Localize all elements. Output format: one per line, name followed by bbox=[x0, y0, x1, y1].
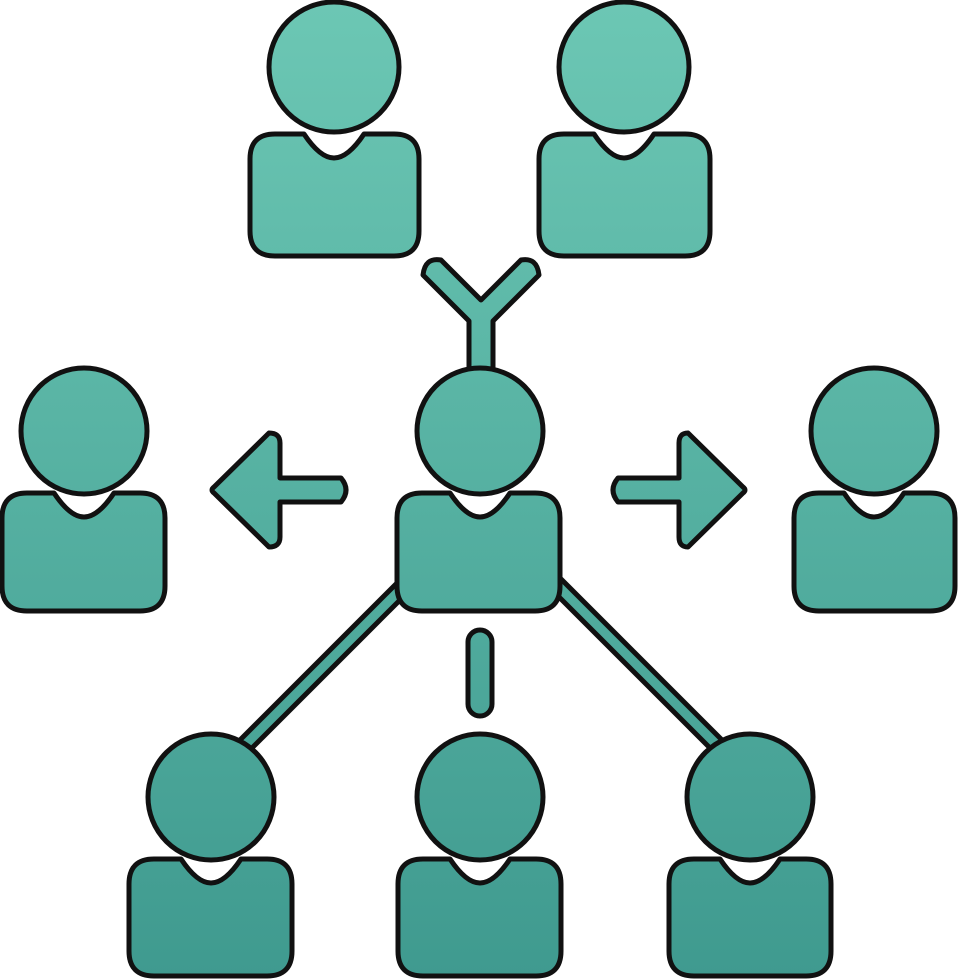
person-body bbox=[126, 856, 295, 979]
connector-to-bottom-left bbox=[227, 567, 423, 763]
person-middle-left bbox=[0, 365, 168, 614]
person-top-left bbox=[247, 0, 422, 259]
person-head bbox=[808, 365, 940, 497]
person-body bbox=[791, 490, 958, 614]
person-head bbox=[414, 365, 546, 497]
person-body bbox=[247, 131, 422, 259]
person-bottom-left bbox=[126, 731, 295, 979]
arrow-right-icon bbox=[610, 430, 748, 550]
arrow-left-icon bbox=[209, 430, 349, 550]
person-body bbox=[395, 856, 564, 979]
merge-connector-icon bbox=[420, 257, 542, 375]
person-body bbox=[666, 856, 834, 979]
person-body bbox=[394, 490, 563, 614]
person-bottom-right bbox=[666, 731, 834, 979]
person-head bbox=[145, 731, 277, 863]
person-top-right bbox=[536, 0, 713, 259]
person-head bbox=[18, 365, 150, 497]
person-head bbox=[414, 731, 546, 863]
person-body bbox=[0, 490, 168, 614]
person-bottom-center bbox=[395, 731, 564, 979]
person-body bbox=[536, 131, 713, 259]
connector-to-bottom-center bbox=[465, 627, 495, 719]
person-middle-right bbox=[791, 365, 958, 614]
connector-to-bottom-right bbox=[539, 567, 735, 763]
person-center bbox=[394, 365, 563, 614]
person-head bbox=[684, 731, 816, 863]
person-head bbox=[556, 0, 692, 135]
person-head bbox=[266, 0, 402, 135]
